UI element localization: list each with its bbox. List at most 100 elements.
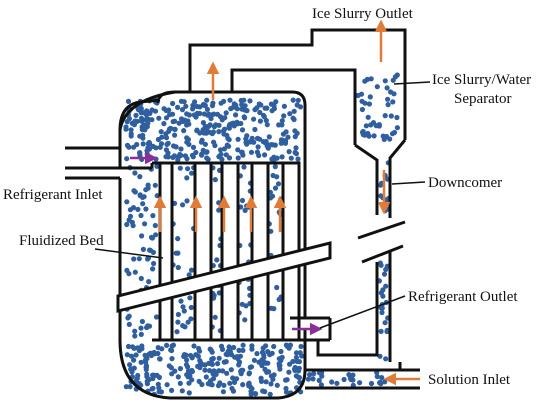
ice-particle	[125, 98, 132, 104]
ice-particle	[248, 149, 255, 155]
ice-particle	[295, 156, 301, 162]
ice-particle	[264, 105, 270, 111]
solution-inlet-label: Solution Inlet	[428, 372, 511, 388]
ice-particle	[291, 108, 297, 114]
ice-particle	[189, 170, 195, 176]
ice-particle	[268, 381, 274, 387]
ice-particle	[260, 345, 266, 351]
ice-particle	[173, 250, 179, 256]
ice-particle	[394, 72, 400, 78]
ice-particle	[187, 368, 193, 374]
ice-particle	[191, 343, 197, 349]
ice-particle	[123, 124, 129, 130]
ice-particle	[184, 372, 190, 378]
ice-particle	[319, 373, 325, 379]
ice-particle	[124, 199, 130, 205]
ice-particle	[235, 136, 241, 142]
ice-particle	[383, 356, 389, 362]
ice-particle	[290, 97, 296, 103]
ice-particle	[142, 221, 148, 227]
ice-particle	[124, 156, 130, 162]
ice-particle	[252, 126, 258, 133]
ice-particle	[378, 262, 384, 268]
ice-particle	[178, 146, 184, 152]
ice-particle	[158, 129, 164, 135]
heat-exchanger-tubes	[158, 161, 301, 342]
ice-particle	[177, 366, 183, 372]
ice-particle	[166, 107, 172, 113]
ice-particle	[268, 373, 274, 379]
ice-particle	[239, 149, 245, 155]
ice-particle	[316, 377, 322, 383]
ice-particle	[143, 364, 149, 370]
ice-particle	[284, 343, 290, 349]
ice-particle	[186, 272, 192, 278]
ice-particle	[216, 368, 222, 374]
ice-particle	[137, 150, 143, 156]
ice-particle	[216, 207, 222, 213]
ice-particle	[129, 369, 135, 375]
ice-particle	[140, 135, 146, 141]
ice-particle	[146, 139, 152, 146]
ice-particle	[177, 380, 183, 386]
ice-particle	[139, 318, 145, 325]
ice-particle	[256, 359, 262, 365]
ice-particle	[230, 375, 236, 381]
ice-particle	[163, 115, 170, 121]
ice-particle	[139, 233, 145, 239]
ice-particle	[374, 373, 380, 380]
ice-particle	[294, 102, 300, 108]
ice-particle	[262, 366, 268, 372]
ice-particle	[128, 353, 135, 359]
ice-particle	[378, 193, 384, 199]
ice-particle	[379, 375, 385, 381]
ice-particle	[269, 108, 275, 114]
leader-lines	[94, 81, 431, 329]
ice-particle	[140, 194, 146, 200]
ice-particle	[276, 361, 282, 367]
refrigerant-outlet-label: Refrigerant Outlet	[408, 289, 518, 305]
ice-particle	[279, 118, 285, 124]
ice-particle	[242, 207, 248, 213]
ice-particle	[266, 134, 272, 140]
ice-particle	[265, 349, 271, 355]
ice-particle	[193, 352, 199, 358]
ice-particle	[378, 328, 384, 334]
ice-particle	[202, 141, 208, 147]
ice-particle	[377, 379, 383, 385]
ice-particle	[190, 144, 197, 150]
ice-particle	[152, 182, 158, 188]
ice-particle	[145, 256, 151, 262]
ice-particle	[257, 109, 263, 116]
ice-particle	[258, 378, 265, 384]
ice-particle	[196, 378, 202, 384]
ice-particle	[299, 353, 305, 359]
ice-particle	[271, 154, 277, 160]
ice-particle	[125, 343, 132, 350]
ice-particle	[210, 129, 216, 135]
ice-particle	[269, 350, 275, 356]
ice-particle	[183, 103, 189, 109]
ice-particle	[207, 368, 213, 374]
ice-particle	[127, 207, 133, 213]
ice-particle	[252, 391, 258, 397]
ice-particle	[140, 141, 146, 147]
ice-particle	[170, 100, 176, 107]
ice-particle	[241, 97, 247, 103]
ice-particle	[204, 149, 210, 155]
downcomer-break-bottom	[361, 244, 404, 264]
ice-particle	[220, 128, 227, 134]
ice-particle	[394, 114, 400, 121]
ice-particle	[283, 389, 290, 395]
ice-particle	[143, 187, 149, 193]
ice-particle	[236, 347, 242, 353]
ice-particle	[329, 379, 335, 385]
tube	[158, 161, 174, 342]
ice-particle	[154, 163, 160, 169]
ice-particle	[131, 188, 137, 194]
ice-particle	[246, 371, 252, 377]
ice-particle	[217, 380, 223, 386]
ice-particle	[238, 368, 244, 374]
ice-particle	[140, 246, 146, 252]
ice-particle	[203, 374, 209, 380]
